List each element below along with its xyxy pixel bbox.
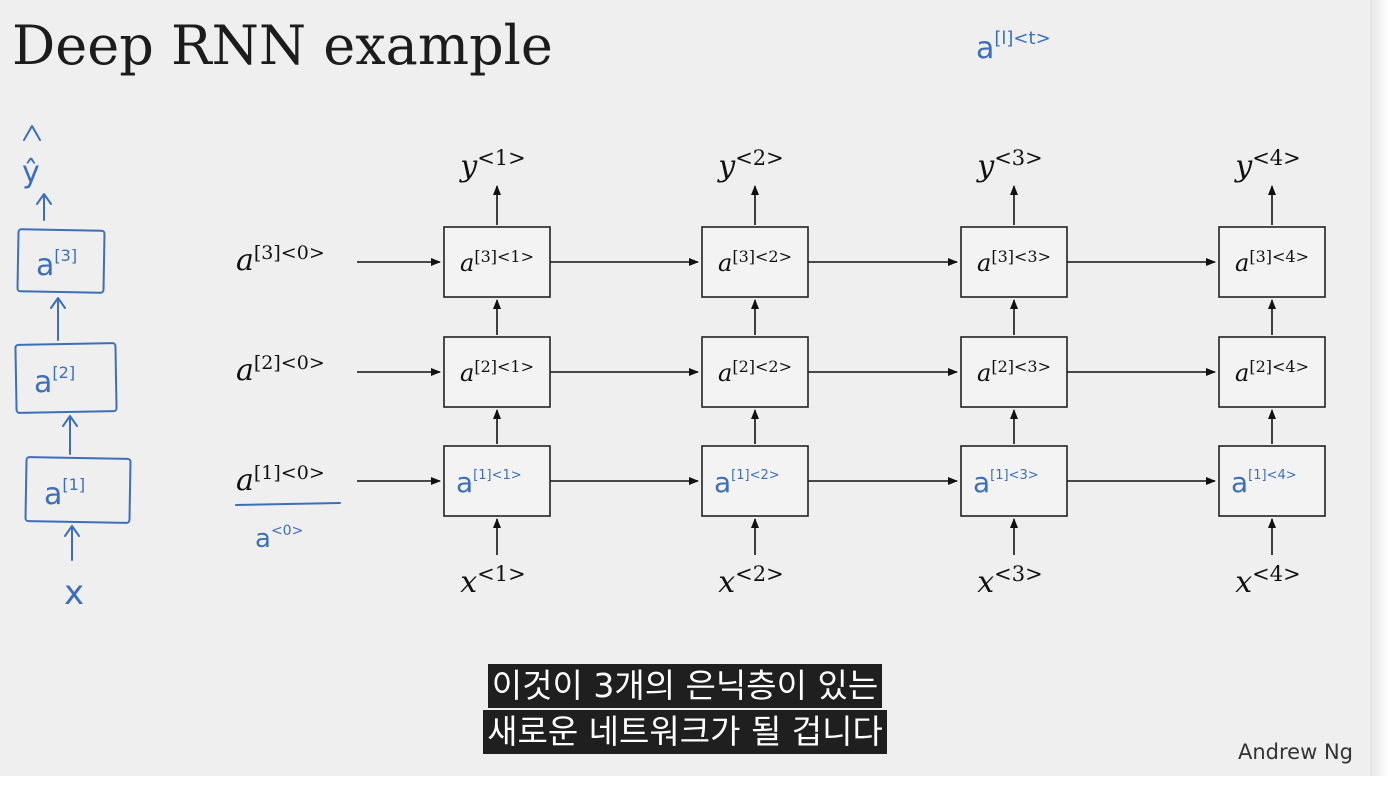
deep-rnn-diagram: y<1>x<1>y<2>x<2>y<3>x<3>y<4>x<4>a[3]<0>a… — [14, 28, 1326, 613]
window-edge — [1370, 0, 1388, 786]
cell-label: a[2]<1> — [460, 357, 534, 387]
cell-layer2-t3 — [960, 336, 1068, 408]
handwritten-cell-label: a[1]<1> — [456, 466, 522, 499]
cell-layer1-t2 — [701, 445, 809, 517]
left-arrow-up-icon — [64, 525, 80, 561]
left-cell-box — [24, 456, 132, 524]
cell-layer2-t4 — [1218, 336, 1326, 408]
cell-layer2-t2 — [701, 336, 809, 408]
initial-state-label: a[2]<0> — [236, 352, 325, 388]
window-bottom-edge — [0, 776, 1388, 786]
subtitle-line-2: 새로운 네트워크가 될 겁니다 — [483, 710, 887, 754]
handwritten-annotations: a[1]<1> a[1]<2> a[1]<3> a[1]<4> a<0> a[l]<t> ŷ… — [14, 28, 1297, 613]
hat-icon — [23, 125, 41, 141]
cell-layer3-t1 — [443, 226, 551, 298]
cell-label: a[3]<2> — [718, 247, 792, 277]
labels: y<1> x<1> y<2> x<2> y<3> x<3> y<4> x<4> a[3]<0> a… — [236, 146, 1309, 600]
handwritten-cell-label: a[1]<4> — [1231, 466, 1297, 499]
cell-layer3-t4 — [1218, 226, 1326, 298]
handwritten-notation: a[l]<t> — [976, 28, 1051, 66]
cell-label: a[3]<3> — [977, 247, 1051, 277]
input-label: x<2> — [718, 562, 783, 600]
initial-state-label: a[3]<0> — [236, 242, 325, 278]
left-arrow-up-icon — [50, 297, 66, 341]
video-subtitles: 이것이 3개의 은닉층이 있는 새로운 네트워크가 될 겁니다 — [0, 664, 1370, 756]
output-label: y<1> — [458, 146, 526, 184]
cell-label: a[2]<2> — [718, 357, 792, 387]
arrows — [357, 185, 1276, 555]
cell-layer2-t1 — [443, 336, 551, 408]
slide-title: Deep RNN example — [12, 14, 553, 77]
underline-ink — [235, 502, 341, 506]
cell-layer3-t2 — [701, 226, 809, 298]
cell-label: a[2]<3> — [977, 357, 1051, 387]
initial-state-label: a[1]<0> — [236, 462, 325, 498]
input-label: x<3> — [977, 562, 1042, 600]
handwritten-initial-state: a<0> — [255, 523, 303, 554]
left-cell-label: a[1] — [44, 475, 85, 512]
left-cell-box — [16, 228, 106, 294]
output-label: y<2> — [716, 146, 784, 184]
left-arrow-up-icon — [36, 193, 52, 221]
input-label: x<1> — [460, 562, 525, 600]
handwritten-cell-label: a[1]<3> — [973, 466, 1039, 499]
cells — [443, 226, 1326, 517]
author-credit: Andrew Ng — [1238, 740, 1353, 764]
input-label: x<4> — [1235, 562, 1300, 600]
left-output-label: ŷ — [22, 155, 40, 190]
slide — [0, 0, 1370, 776]
cell-layer3-t3 — [960, 226, 1068, 298]
left-cell-label: a[2] — [34, 363, 75, 400]
left-arrow-up-icon — [62, 415, 78, 455]
cell-layer1-t4 — [1218, 445, 1326, 517]
handwritten-cell-label: a[1]<2> — [714, 466, 780, 499]
left-cell-label: a[3] — [36, 246, 77, 283]
subtitle-line-1: 이것이 3개의 은닉층이 있는 — [487, 664, 883, 708]
cell-label: a[2]<4> — [1235, 357, 1309, 387]
cell-layer1-t3 — [960, 445, 1068, 517]
cell-label: a[3]<4> — [1235, 247, 1309, 277]
output-label: y<4> — [1233, 146, 1301, 184]
cell-layer1-t1 — [443, 445, 551, 517]
left-input-label: x — [64, 573, 84, 613]
output-label: y<3> — [975, 146, 1043, 184]
cell-label: a[3]<1> — [460, 247, 534, 277]
left-cell-box — [14, 342, 118, 414]
